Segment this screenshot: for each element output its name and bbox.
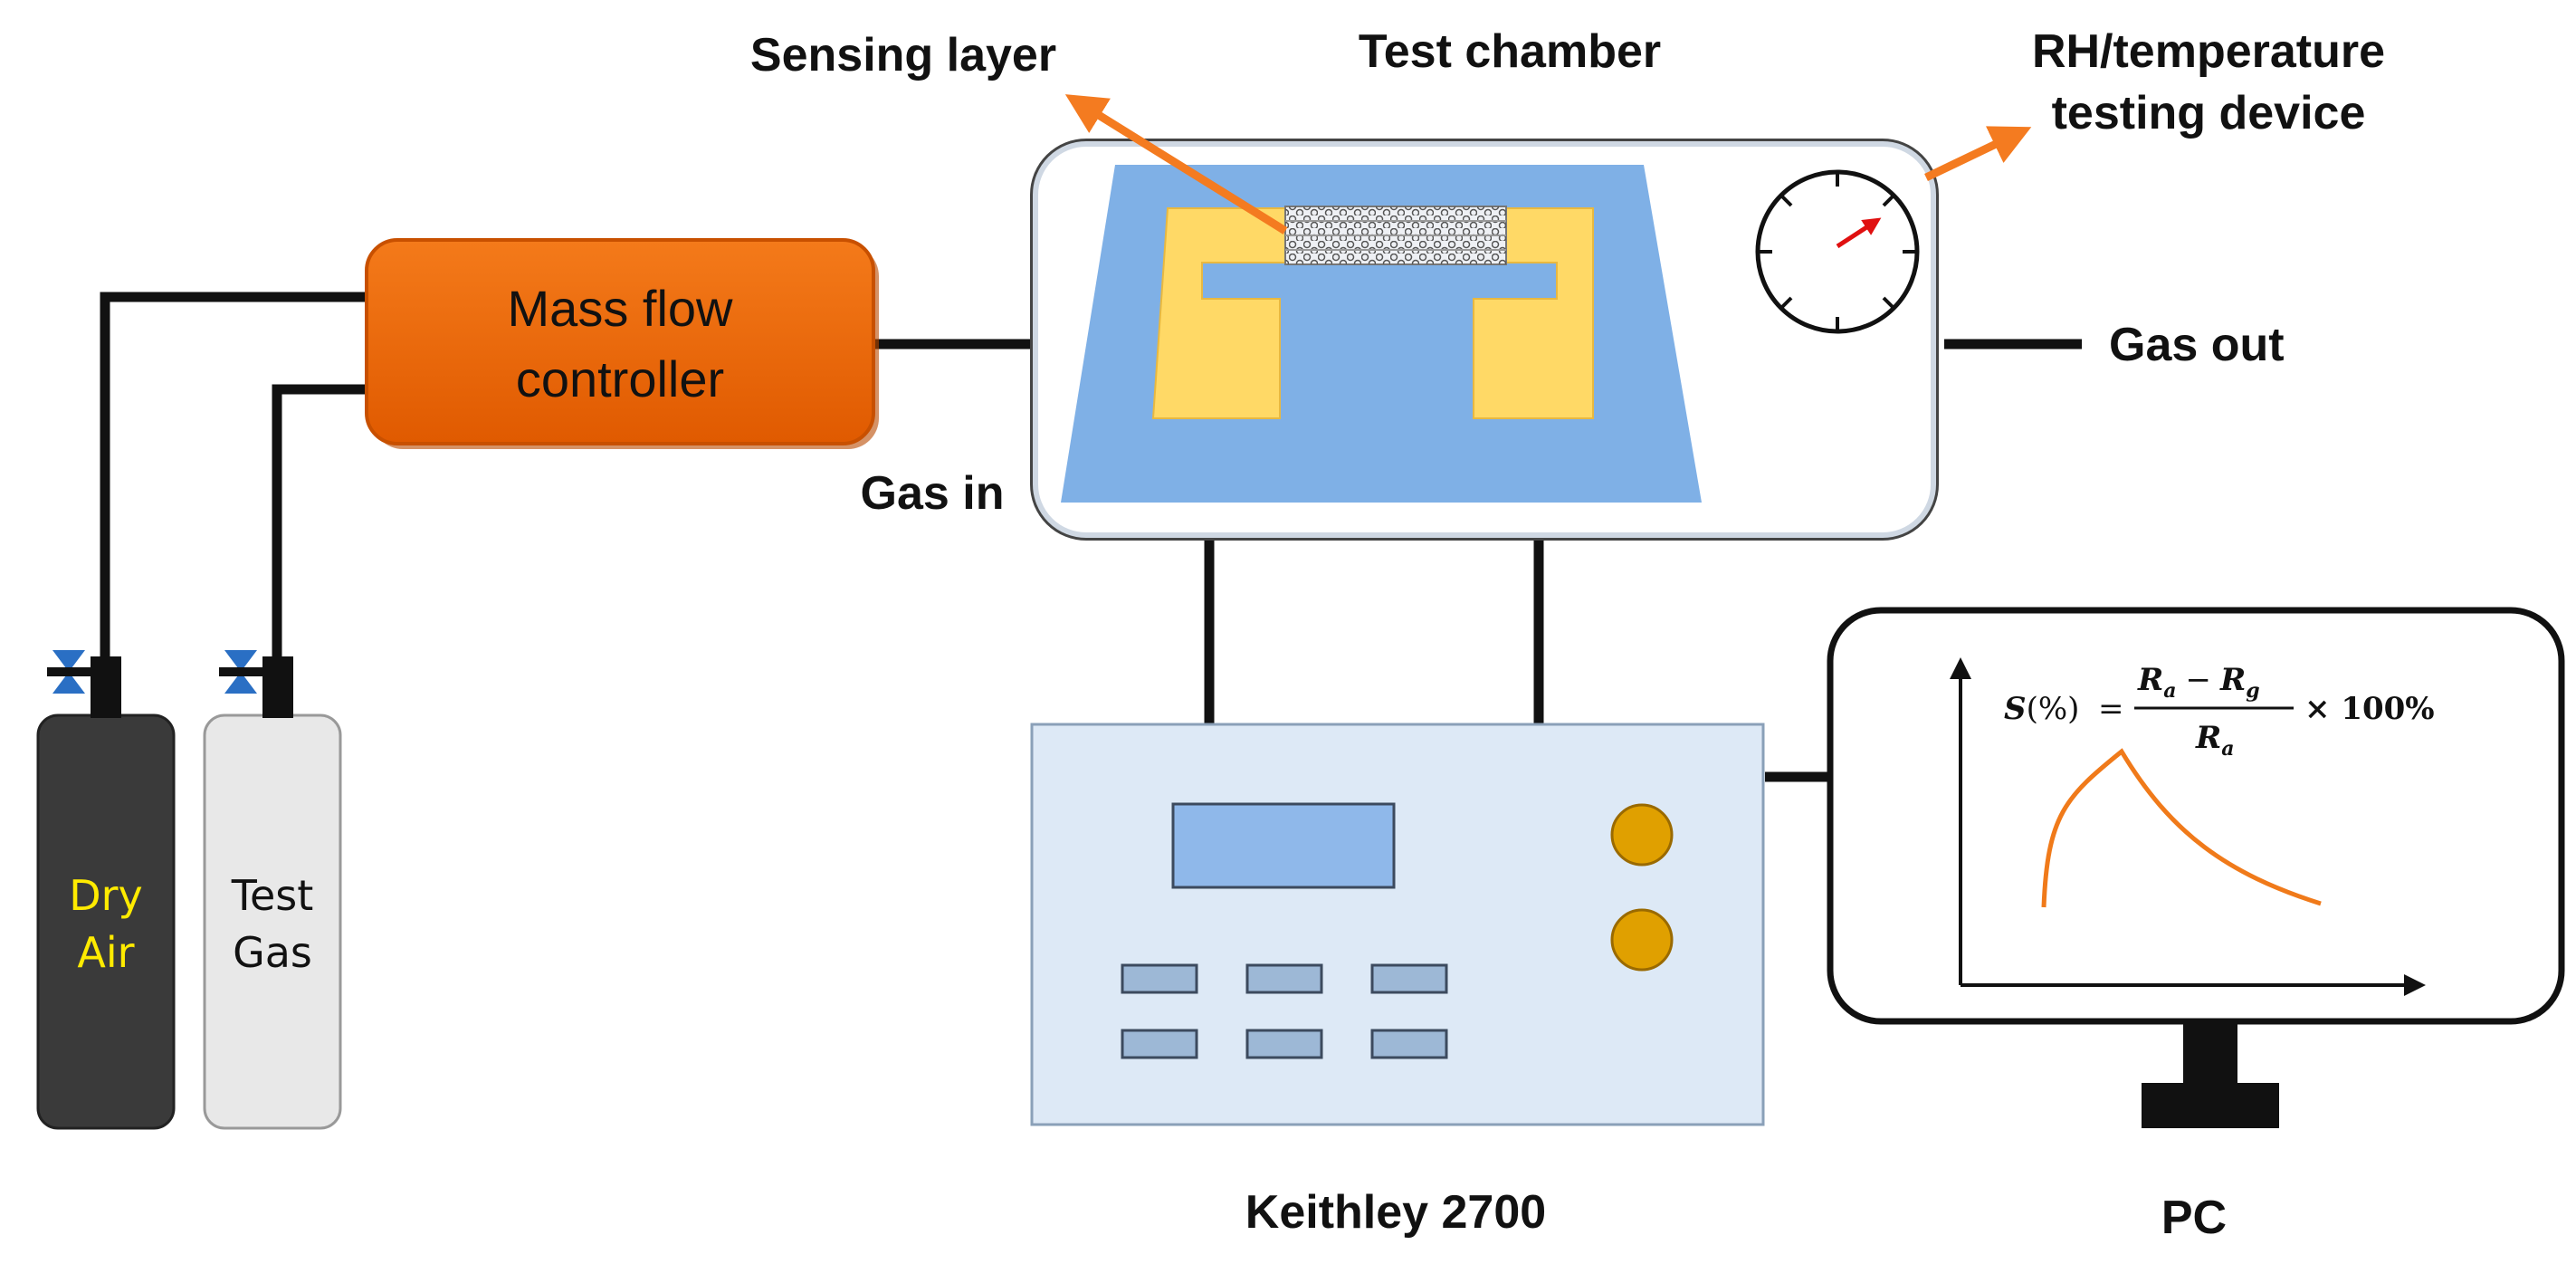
- dry-air-label-line1: Dry: [69, 871, 143, 920]
- test-gas-cylinder: Test Gas: [203, 650, 342, 1130]
- mfc-label-line2: controller: [516, 350, 724, 407]
- test-chamber-label: Test chamber: [1359, 25, 1661, 78]
- arrow-icon: [1064, 94, 1288, 235]
- formula-s: S: [2004, 691, 2027, 727]
- gauge-icon: [1755, 169, 1920, 334]
- mfc-label-line1: Mass flow: [508, 280, 733, 337]
- formula-percent: (%): [2027, 691, 2080, 727]
- formula-minus: −: [2186, 662, 2212, 698]
- valve-icon: [47, 650, 101, 694]
- keithley-button: [1245, 1029, 1323, 1059]
- svg-text:Ra: Ra: [2195, 720, 2235, 761]
- keithley-button: [1370, 963, 1448, 994]
- response-curve: [2041, 748, 2322, 908]
- rh-temperature-label-line2: testing device: [2052, 87, 2366, 139]
- sensing-layer-label: Sensing layer: [750, 29, 1056, 81]
- pc-monitor: S(%) = Ra−Rg Ra × 100%: [1827, 607, 2565, 1128]
- svg-text:S(%): S(%): [2004, 691, 2079, 727]
- formula-rg: R: [2219, 662, 2246, 698]
- pc-label: PC: [2161, 1192, 2227, 1244]
- gas-out-label: Gas out: [2109, 319, 2285, 371]
- formula-rg-sub: g: [2246, 679, 2259, 703]
- formula-ra-sub: a: [2163, 679, 2176, 703]
- formula-den-r: R: [2195, 720, 2221, 756]
- formula-times: × 100%: [2304, 691, 2435, 727]
- dry-air-cylinder: Dry Air: [36, 650, 176, 1130]
- test-gas-label-line1: Test: [231, 871, 314, 920]
- formula-equals: =: [2098, 691, 2124, 727]
- gauge-needle: [1836, 217, 1882, 249]
- keithley-button: [1121, 1029, 1198, 1059]
- keithley-knob: [1610, 908, 1674, 972]
- keithley-button: [1121, 963, 1198, 994]
- keithley-2700: [1030, 723, 1765, 1126]
- svg-text:Ra−Rg: Ra−Rg: [2137, 662, 2260, 703]
- formula-den-sub: a: [2221, 737, 2234, 761]
- keithley-knobs: [1610, 803, 1674, 972]
- mass-flow-controller: Mass flow controller: [365, 238, 879, 449]
- keithley-knob: [1610, 803, 1674, 867]
- test-gas-label-line2: Gas: [233, 928, 312, 977]
- monitor-stand-neck: [2183, 1020, 2237, 1087]
- keithley-display: [1171, 802, 1396, 889]
- valve-icon: [219, 650, 273, 694]
- dry-air-label-line2: Air: [77, 928, 134, 977]
- rh-temperature-label-line1: RH/temperature: [2032, 25, 2385, 78]
- keithley-buttons: [1121, 963, 1448, 1059]
- gas-in-label: Gas in: [861, 467, 1005, 520]
- sensitivity-formula: S(%) = Ra−Rg Ra × 100%: [2004, 662, 2435, 761]
- sensing-layer: [1284, 206, 1507, 265]
- arrow-icon: [1924, 126, 2032, 182]
- keithley-button: [1245, 963, 1323, 994]
- monitor-stand-base: [2142, 1083, 2279, 1128]
- test-gas-pipe: [272, 384, 367, 661]
- keithley-label: Keithley 2700: [1245, 1186, 1546, 1239]
- formula-ra: R: [2137, 662, 2163, 698]
- keithley-button: [1370, 1029, 1448, 1059]
- dry-air-pipe: [100, 292, 367, 661]
- test-chamber: [1030, 139, 1939, 541]
